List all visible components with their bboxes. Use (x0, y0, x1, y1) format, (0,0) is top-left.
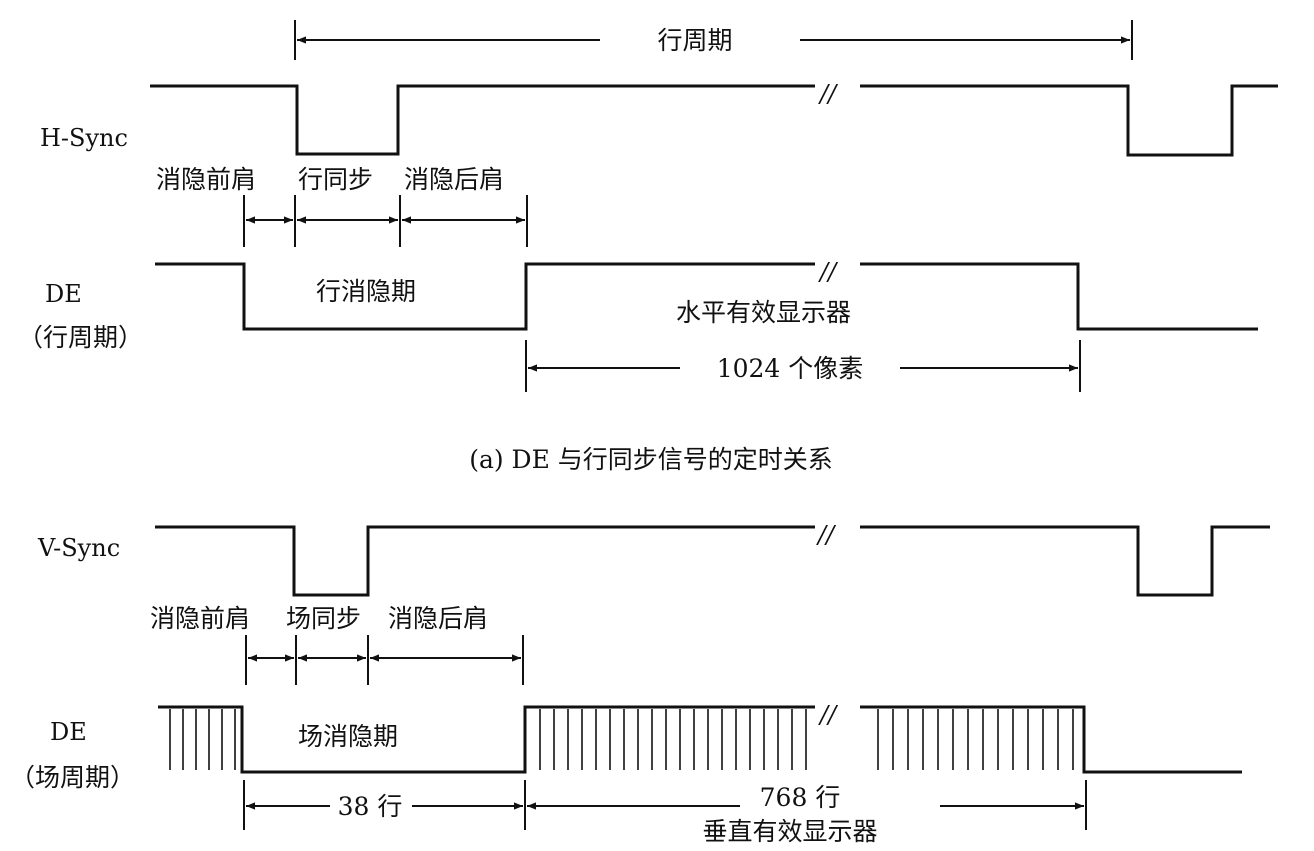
front-porch-label: 消隐前肩 (156, 165, 256, 194)
de-frame-period-label: （场周期） (10, 763, 135, 792)
hsync-waveform: // (150, 80, 1278, 157)
front-porch-label: 消隐前肩 (150, 604, 250, 633)
pixel-count-label: 1024 个像素 (717, 354, 864, 383)
pixel-dimension: 1024 个像素 (525, 340, 1081, 392)
back-porch-label: 消隐后肩 (388, 604, 488, 633)
line-count-dimension: 38 行 768 行 垂直有效显示器 (243, 780, 1087, 846)
frame-sync-label: 场同步 (286, 604, 361, 633)
hsync-label: H-Sync (40, 124, 128, 152)
blank-lines-label: 38 行 (338, 792, 403, 821)
line-period-dimension: 行周期 (294, 20, 1133, 60)
vertical-active-label: 垂直有效显示器 (702, 817, 877, 846)
line-sync-label: 行同步 (298, 165, 373, 194)
horizontal-active-label: 水平有效显示器 (676, 298, 851, 327)
line-blank-label: 行消隐期 (316, 277, 416, 306)
line-period-label: 行周期 (657, 26, 732, 55)
vsync-label: V-Sync (37, 534, 120, 562)
de-label: DE (50, 718, 87, 746)
de-line-period-label: （行周期） (18, 323, 143, 352)
porch-dimensions-a (243, 195, 528, 247)
de-frame-waveform: // (158, 701, 1242, 774)
break-mark: // (818, 258, 839, 286)
caption-a: (a) DE 与行同步信号的定时关系 (469, 445, 833, 474)
break-mark: // (818, 701, 839, 729)
break-mark: // (816, 521, 837, 549)
back-porch-label: 消隐后肩 (404, 165, 504, 194)
line-pulses (169, 709, 1074, 770)
frame-blank-label: 场消隐期 (298, 722, 398, 751)
de-line-waveform: // (155, 258, 1258, 331)
porch-dimensions-b (245, 635, 524, 685)
break-mark: // (818, 80, 839, 108)
vsync-waveform: // (155, 521, 1270, 597)
active-lines-label: 768 行 (760, 783, 841, 812)
de-label: DE (45, 280, 82, 308)
